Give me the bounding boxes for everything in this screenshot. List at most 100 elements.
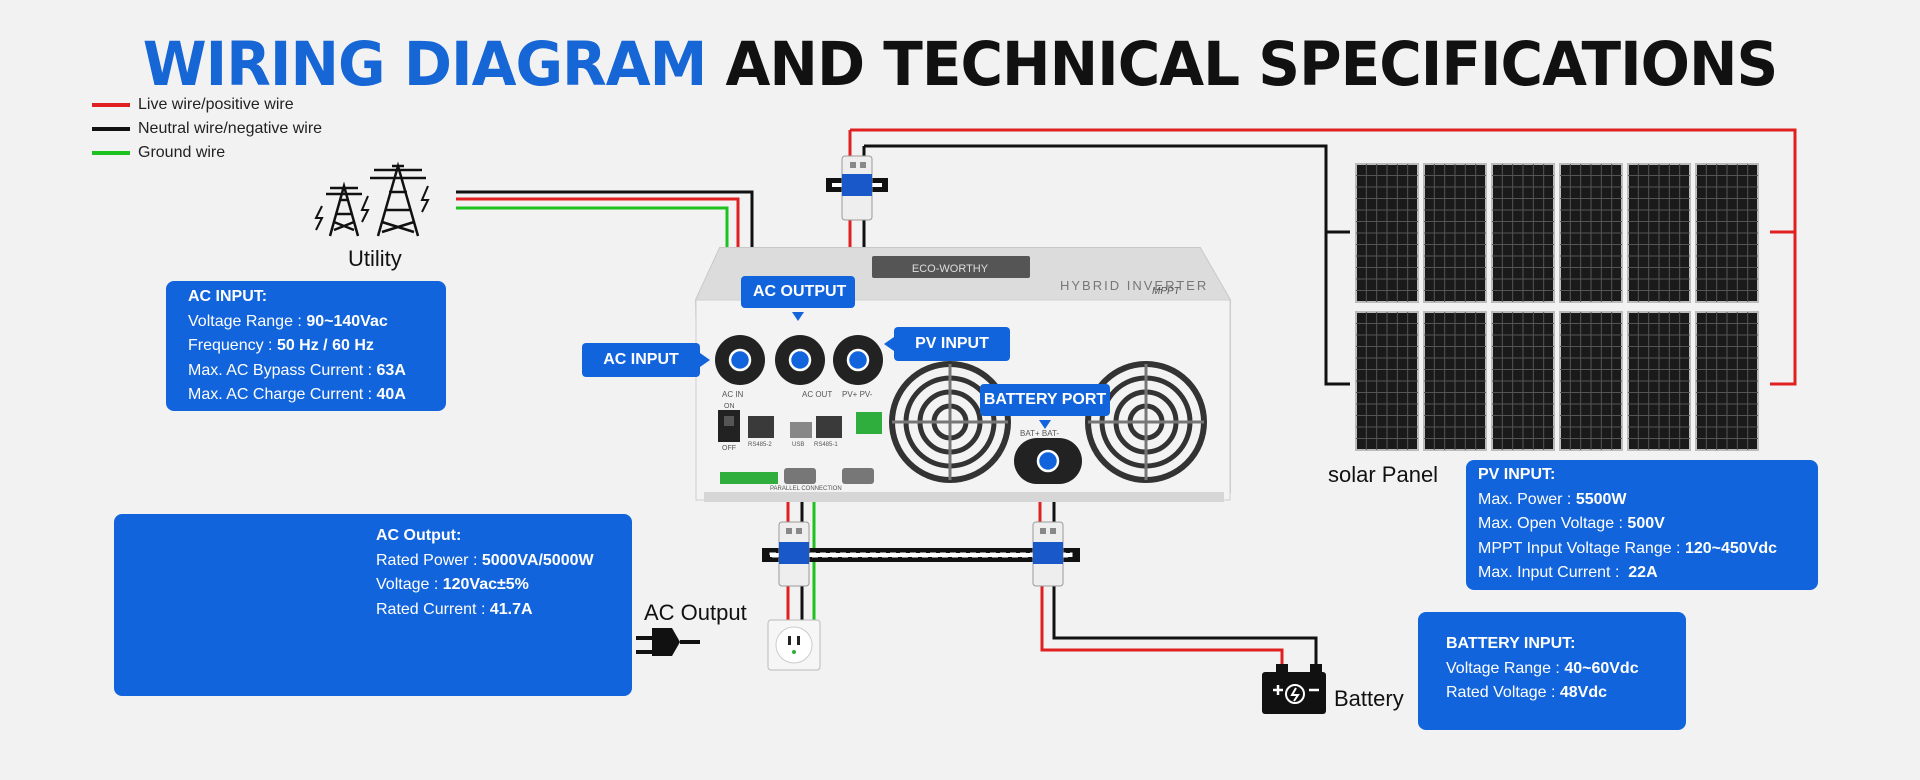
spec-value: 40~60Vdc — [1564, 659, 1639, 677]
ac-output-callout-text: AC OUTPUT — [753, 283, 847, 300]
spec-value: 5000VA/5000W — [481, 551, 594, 569]
spec-value: 22A — [1628, 564, 1658, 581]
pv-input-heading: PV INPUT: — [1478, 466, 1556, 483]
legend-swatch-ground — [92, 151, 130, 155]
wall-outlet-icon — [767, 619, 821, 671]
ac-output-label: AC Output — [644, 600, 747, 625]
ac-output-breaker-icon — [778, 521, 810, 587]
spec-label: Rated Current : — [376, 600, 490, 618]
spec-value: 120Vac±5% — [442, 576, 529, 593]
battery-port-callout-arrow — [1039, 420, 1051, 429]
pv-input-callout-text: PV INPUT — [915, 335, 989, 352]
ac-out-port-label: AC OUT — [802, 390, 832, 399]
spec-value: 50 Hz / 60 Hz — [276, 337, 374, 354]
battery-icon — [1262, 664, 1326, 714]
ac-input-port-icon — [715, 335, 765, 385]
ac-input-callout-arrow — [700, 353, 710, 367]
spec-label: MPPT Input Voltage Range : — [1478, 539, 1685, 557]
spec-label: Rated Power : — [376, 551, 482, 569]
ac-output-callout-arrow — [792, 312, 804, 321]
bat-port-label: BAT+ BAT- — [1020, 429, 1059, 438]
ac-output-heading: AC Output: — [376, 527, 462, 544]
spec-label: Max. AC Charge Current : — [188, 386, 377, 403]
ac-plug-icon — [636, 628, 700, 656]
terminal-block-icon — [720, 412, 882, 484]
legend-label-neutral: Neutral wire/negative wire — [138, 120, 323, 137]
spec-label: Frequency : — [188, 337, 277, 354]
spec-value: 63A — [376, 361, 406, 379]
spec-label: Rated Voltage : — [1446, 684, 1560, 701]
legend-item-neutral: Neutral wire/negative wire — [92, 117, 322, 141]
ac-input-callout: AC INPUT — [582, 343, 700, 377]
wire-legend: Live wire/positive wire Neutral wire/neg… — [92, 93, 322, 165]
spec-label: Voltage Range : — [1446, 659, 1565, 677]
parallel-label: PARALLEL CONNECTION — [770, 486, 842, 492]
solar-panel-label: solar Panel — [1328, 462, 1439, 487]
spec-label: Voltage Range : — [188, 312, 307, 330]
utility-tower-icon — [314, 161, 430, 237]
spec-label: Max. AC Bypass Current : — [188, 361, 377, 379]
spec-row: MPPT Input Voltage Range : 120~450Vdc — [1478, 537, 1818, 562]
pv-input-callout-arrow — [884, 337, 894, 351]
pv-input-callout: PV INPUT — [894, 327, 1010, 361]
battery-breaker-icon — [1032, 521, 1064, 587]
pv-input-spec-panel: PV INPUT: Max. Power : 5500W Max. Open V… — [1466, 460, 1818, 590]
spec-label: Max. Open Voltage : — [1478, 515, 1628, 532]
spec-label: Max. Input Current : — [1478, 564, 1629, 581]
title-rest: AND TECHNICAL SPECIFICATIONS — [725, 28, 1779, 100]
ac-input-heading: AC INPUT: — [188, 288, 268, 305]
legend-item-live: Live wire/positive wire — [92, 93, 322, 117]
rs485-1-label: RS485-1 — [814, 442, 838, 448]
battery-port-callout-text: BATTERY PORT — [983, 391, 1107, 408]
spec-row: Rated Voltage : 48Vdc — [1446, 681, 1686, 706]
spec-row: Max. Open Voltage : 500V — [1478, 512, 1818, 537]
solar-panel-array — [1355, 163, 1759, 451]
spec-value: 90~140Vac — [306, 312, 388, 330]
legend-item-ground: Ground wire — [92, 141, 322, 165]
ac-in-port-label: AC IN — [722, 390, 744, 399]
spec-row: Max. Input Current : 22A — [1478, 561, 1818, 586]
battery-port-icon — [1014, 438, 1082, 484]
spec-row: Voltage Range : 40~60Vdc — [1446, 657, 1686, 682]
spec-value: 40A — [376, 386, 406, 403]
legend-label-live: Live wire/positive wire — [138, 96, 294, 113]
ac-output-port-icon — [775, 335, 825, 385]
legend-swatch-live — [92, 103, 130, 107]
spec-value: 5500W — [1575, 490, 1627, 508]
spec-row: Max. Power : 5500W — [1478, 488, 1818, 513]
ac-output-callout: AC OUTPUT — [741, 276, 855, 308]
spec-row: Voltage : 120Vac±5% — [376, 573, 632, 598]
inverter-mppt-label: MPPT — [1152, 286, 1181, 297]
spec-value: 48Vdc — [1559, 684, 1607, 701]
spec-row: Rated Power : 5000VA/5000W — [376, 549, 632, 574]
battery-heading: BATTERY INPUT: — [1446, 635, 1576, 652]
spec-row: Frequency : 50 Hz / 60 Hz — [188, 334, 446, 359]
page-title: WIRING DIAGRAM AND TECHNICAL SPECIFICATI… — [0, 28, 1920, 99]
spec-label: Voltage : — [376, 576, 443, 593]
ac-input-spec-panel: AC INPUT: Voltage Range : 90~140Vac Freq… — [166, 281, 446, 411]
spec-row: Rated Current : 41.7A — [376, 598, 632, 623]
power-switch-icon — [718, 410, 740, 442]
ac-output-spec-panel: AC Output: Rated Power : 5000VA/5000W Vo… — [114, 514, 632, 696]
legend-swatch-neutral — [92, 127, 130, 131]
pv-port-label: PV+ PV- — [842, 390, 873, 399]
pv-input-port-icon — [833, 335, 883, 385]
inverter-brand: ECO-WORTHY — [912, 263, 989, 275]
rs485-2-label: RS485-2 — [748, 442, 772, 448]
battery-port-callout: BATTERY PORT — [980, 384, 1110, 416]
title-accent: WIRING DIAGRAM — [142, 28, 708, 100]
legend-label-ground: Ground wire — [138, 144, 226, 161]
ac-input-callout-text: AC INPUT — [603, 351, 679, 368]
cooling-fan-icon — [889, 361, 1207, 483]
spec-row: Max. AC Bypass Current : 63A — [188, 359, 446, 384]
battery-spec-panel: BATTERY INPUT: Voltage Range : 40~60Vdc … — [1418, 612, 1686, 730]
spec-label: Max. Power : — [1478, 490, 1576, 508]
spec-row: Voltage Range : 90~140Vac — [188, 310, 446, 335]
inverter-product-label: HYBRID INVERTER — [1060, 278, 1208, 293]
spec-value: 500V — [1627, 515, 1665, 532]
spec-value: 41.7A — [489, 600, 533, 618]
usb-label: USB — [792, 442, 804, 448]
utility-label: Utility — [348, 246, 402, 271]
pv-breaker-icon — [841, 155, 873, 221]
switch-off-label: OFF — [722, 445, 736, 452]
